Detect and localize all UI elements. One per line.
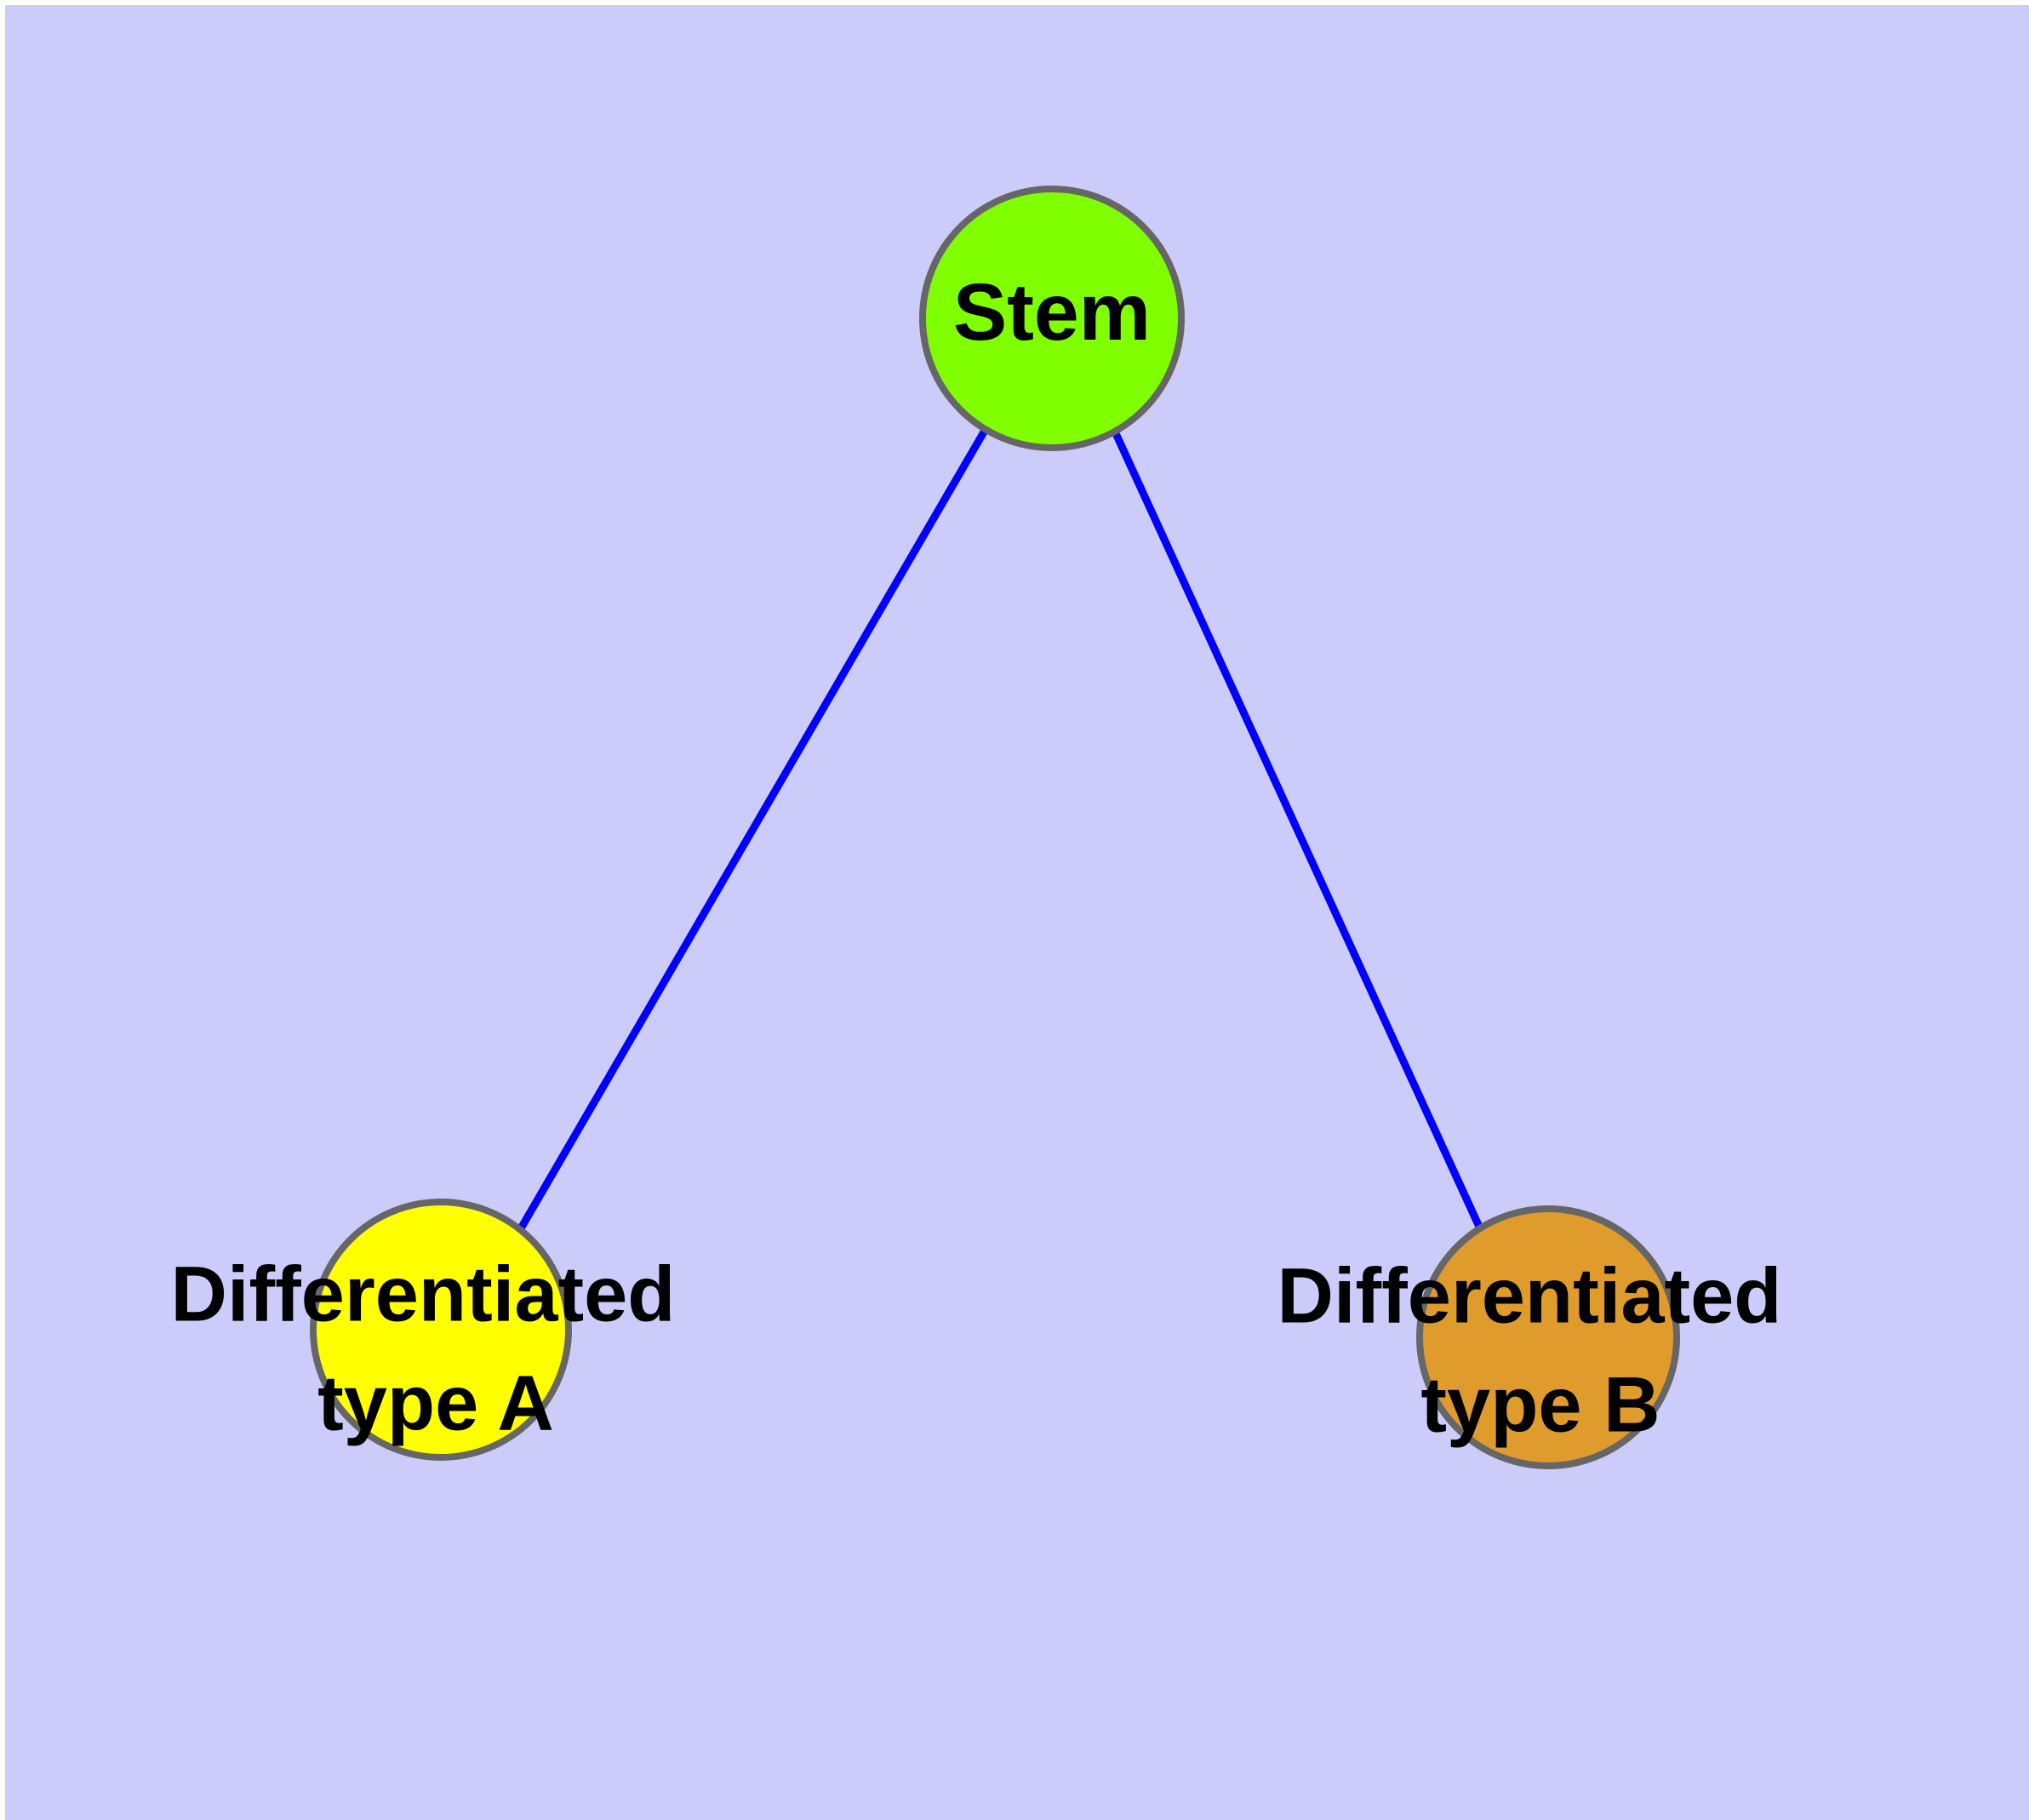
node-circle-differentiated-type-b[interactable]: [1416, 1205, 1680, 1469]
node-label-differentiated-type-b-line1: Differentiated: [1277, 1252, 1782, 1339]
node-circle-differentiated-type-a[interactable]: [310, 1199, 572, 1461]
edge-stem-to-differentiated-type-a[interactable]: [517, 426, 989, 1231]
edge-layer: [517, 426, 1483, 1231]
node-label-differentiated-type-b-line2: type B: [1420, 1361, 1660, 1448]
node-label-differentiated-type-a-line1: Differentiated: [171, 1251, 676, 1337]
node-circle-stem[interactable]: [919, 186, 1185, 451]
edge-stem-to-differentiated-type-b[interactable]: [1111, 430, 1483, 1228]
node-label-stem: Stem: [953, 267, 1151, 358]
node-label-differentiated-type-a-line2: type A: [317, 1359, 554, 1446]
label-layer: Stem Differentiated type A Differentiate…: [171, 267, 1782, 1448]
node-layer: [310, 186, 1680, 1469]
